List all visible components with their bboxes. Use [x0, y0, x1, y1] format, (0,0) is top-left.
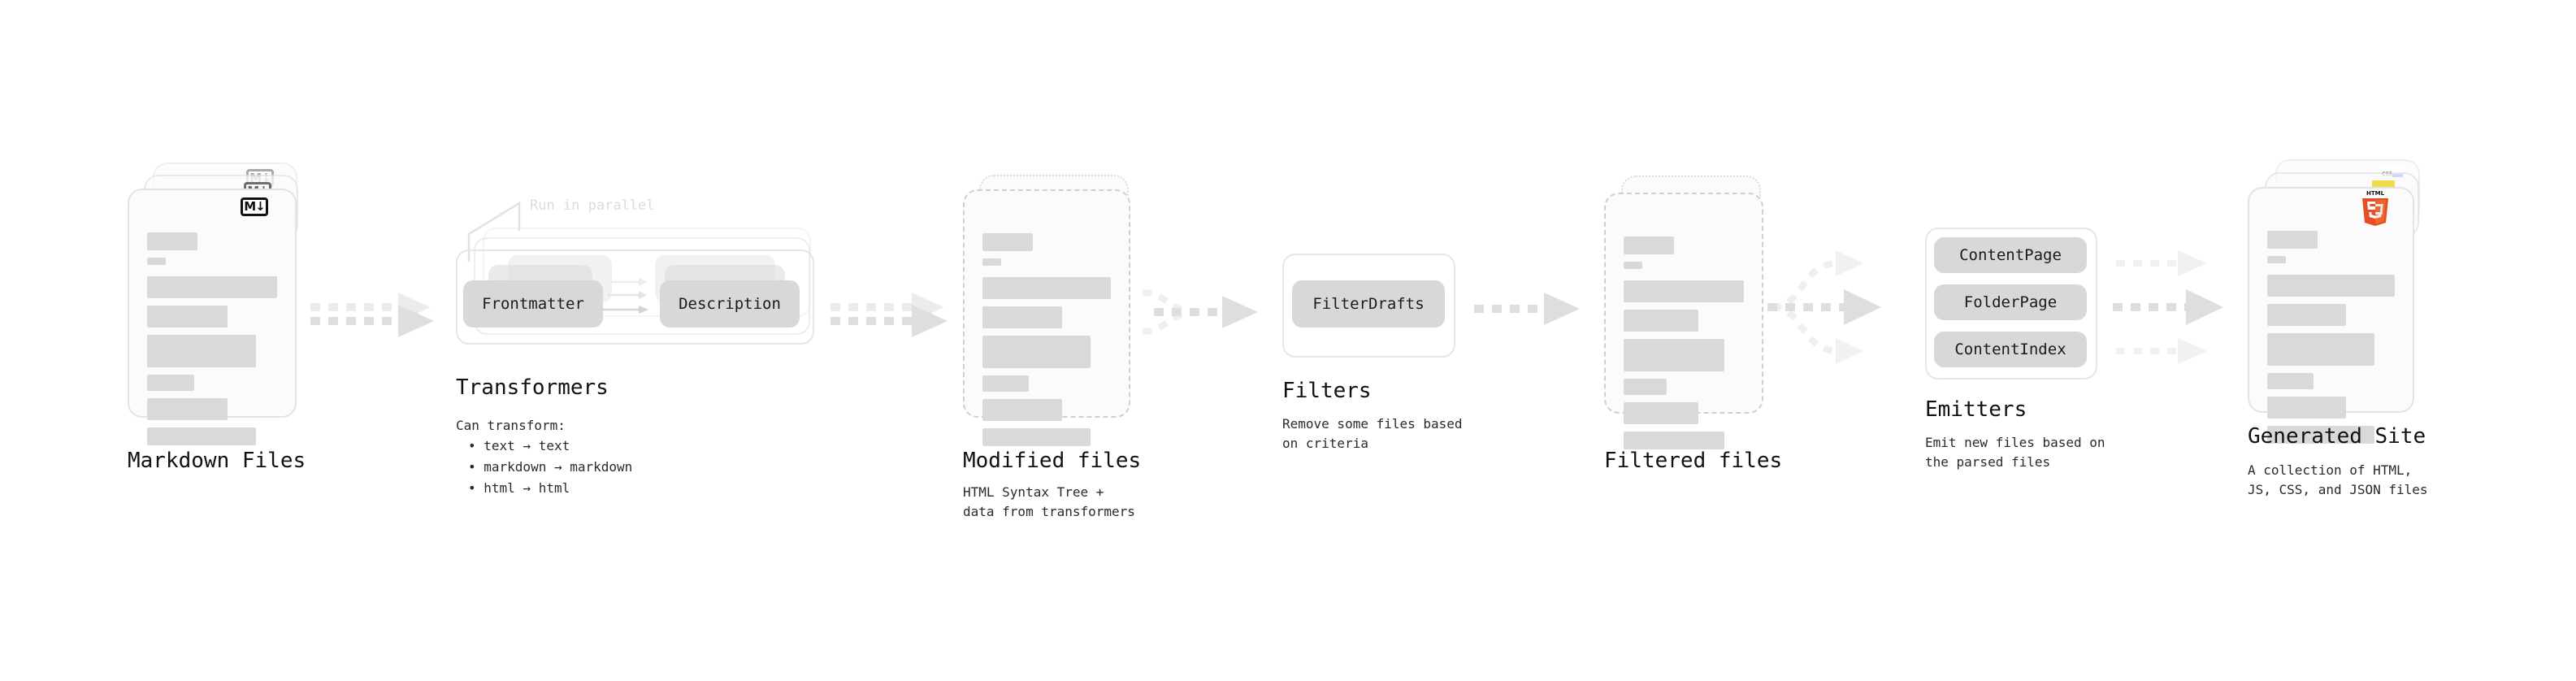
emitters-subtitle-line-1: the parsed files: [1925, 454, 2051, 470]
stage-title-transformers: Transformers: [456, 375, 609, 400]
stage-title-filtered-files: Filtered files: [1604, 449, 1783, 473]
transformers-bullet-2: • html → html: [468, 480, 570, 496]
transformer-group-back-2: [483, 228, 811, 317]
arrow-modified-files-to-filters: [1138, 268, 1284, 366]
filters-subtitle-line-1: on criteria: [1282, 436, 1368, 451]
generated-card-front: [2248, 187, 2414, 444]
arrow-emitters-to-generated-site: [2113, 236, 2263, 382]
modified-card-front: [963, 189, 1130, 446]
run-in-parallel-label: Run in parallel: [530, 197, 655, 214]
markdown-card-front: [128, 189, 297, 445]
emitters-chip-contentindex[interactable]: ContentIndex: [1934, 332, 2087, 367]
transformers-bullet-1: • markdown → markdown: [468, 459, 633, 475]
modified-files-subtitle-line-0: HTML Syntax Tree +: [963, 484, 1104, 500]
transformer-inner-arrows: [600, 276, 673, 325]
filtered-card-front: [1604, 193, 1763, 449]
emitters-subtitle-line-0: Emit new files based on: [1925, 435, 2105, 450]
document-placeholder-lines: [982, 233, 1111, 453]
html5-icon: HTML: [2359, 189, 2392, 226]
modified-files-subtitle-line-1: data from transformers: [963, 504, 1135, 519]
document-placeholder-lines: [2267, 231, 2395, 451]
emitters-chip-folderpage[interactable]: FolderPage: [1934, 284, 2087, 320]
generated-site-subtitle-line-0: A collection of HTML,: [2248, 462, 2413, 478]
filters-chip-filterdrafts[interactable]: FilterDrafts: [1292, 280, 1445, 327]
transformers-bullet-0: • text → text: [468, 438, 570, 453]
stage-title-modified-files: Modified files: [963, 449, 1142, 473]
arrow-markdown-to-transformers: [307, 284, 449, 349]
bullet-text: markdown → markdown: [484, 459, 633, 475]
emitters-chip-contentpage[interactable]: ContentPage: [1934, 237, 2087, 273]
document-placeholder-lines: [1624, 236, 1744, 457]
run-in-parallel-bracket: [467, 195, 573, 268]
arrow-filters-to-filtered-files: [1471, 284, 1601, 341]
filters-group-box: [1282, 254, 1455, 358]
transformer-chip-frontmatter[interactable]: Frontmatter: [463, 280, 603, 327]
arrow-filtered-files-to-emitters: [1767, 236, 1930, 382]
emitters-group-box: [1925, 228, 2097, 380]
stage-title-markdown-files: Markdown Files: [128, 449, 306, 473]
transformers-subtitle: Can transform:: [456, 418, 566, 433]
stage-title-emitters: Emitters: [1925, 397, 2027, 422]
arrow-transformers-to-modified-files: [827, 284, 969, 349]
transformer-group-front: [456, 249, 814, 345]
stage-title-generated-site: Generated Site: [2248, 424, 2426, 449]
document-placeholder-lines: [147, 232, 277, 453]
generated-site-subtitle-line-1: JS, CSS, and JSON files: [2248, 482, 2428, 497]
bullet-text: html → html: [484, 480, 570, 496]
filters-subtitle-line-0: Remove some files based: [1282, 416, 1463, 432]
transformer-chip-description[interactable]: Description: [660, 280, 800, 327]
svg-text:HTML: HTML: [2366, 190, 2385, 197]
markdown-icon: M↓: [241, 197, 268, 216]
bullet-text: text → text: [484, 438, 570, 453]
stage-title-filters: Filters: [1282, 379, 1372, 403]
